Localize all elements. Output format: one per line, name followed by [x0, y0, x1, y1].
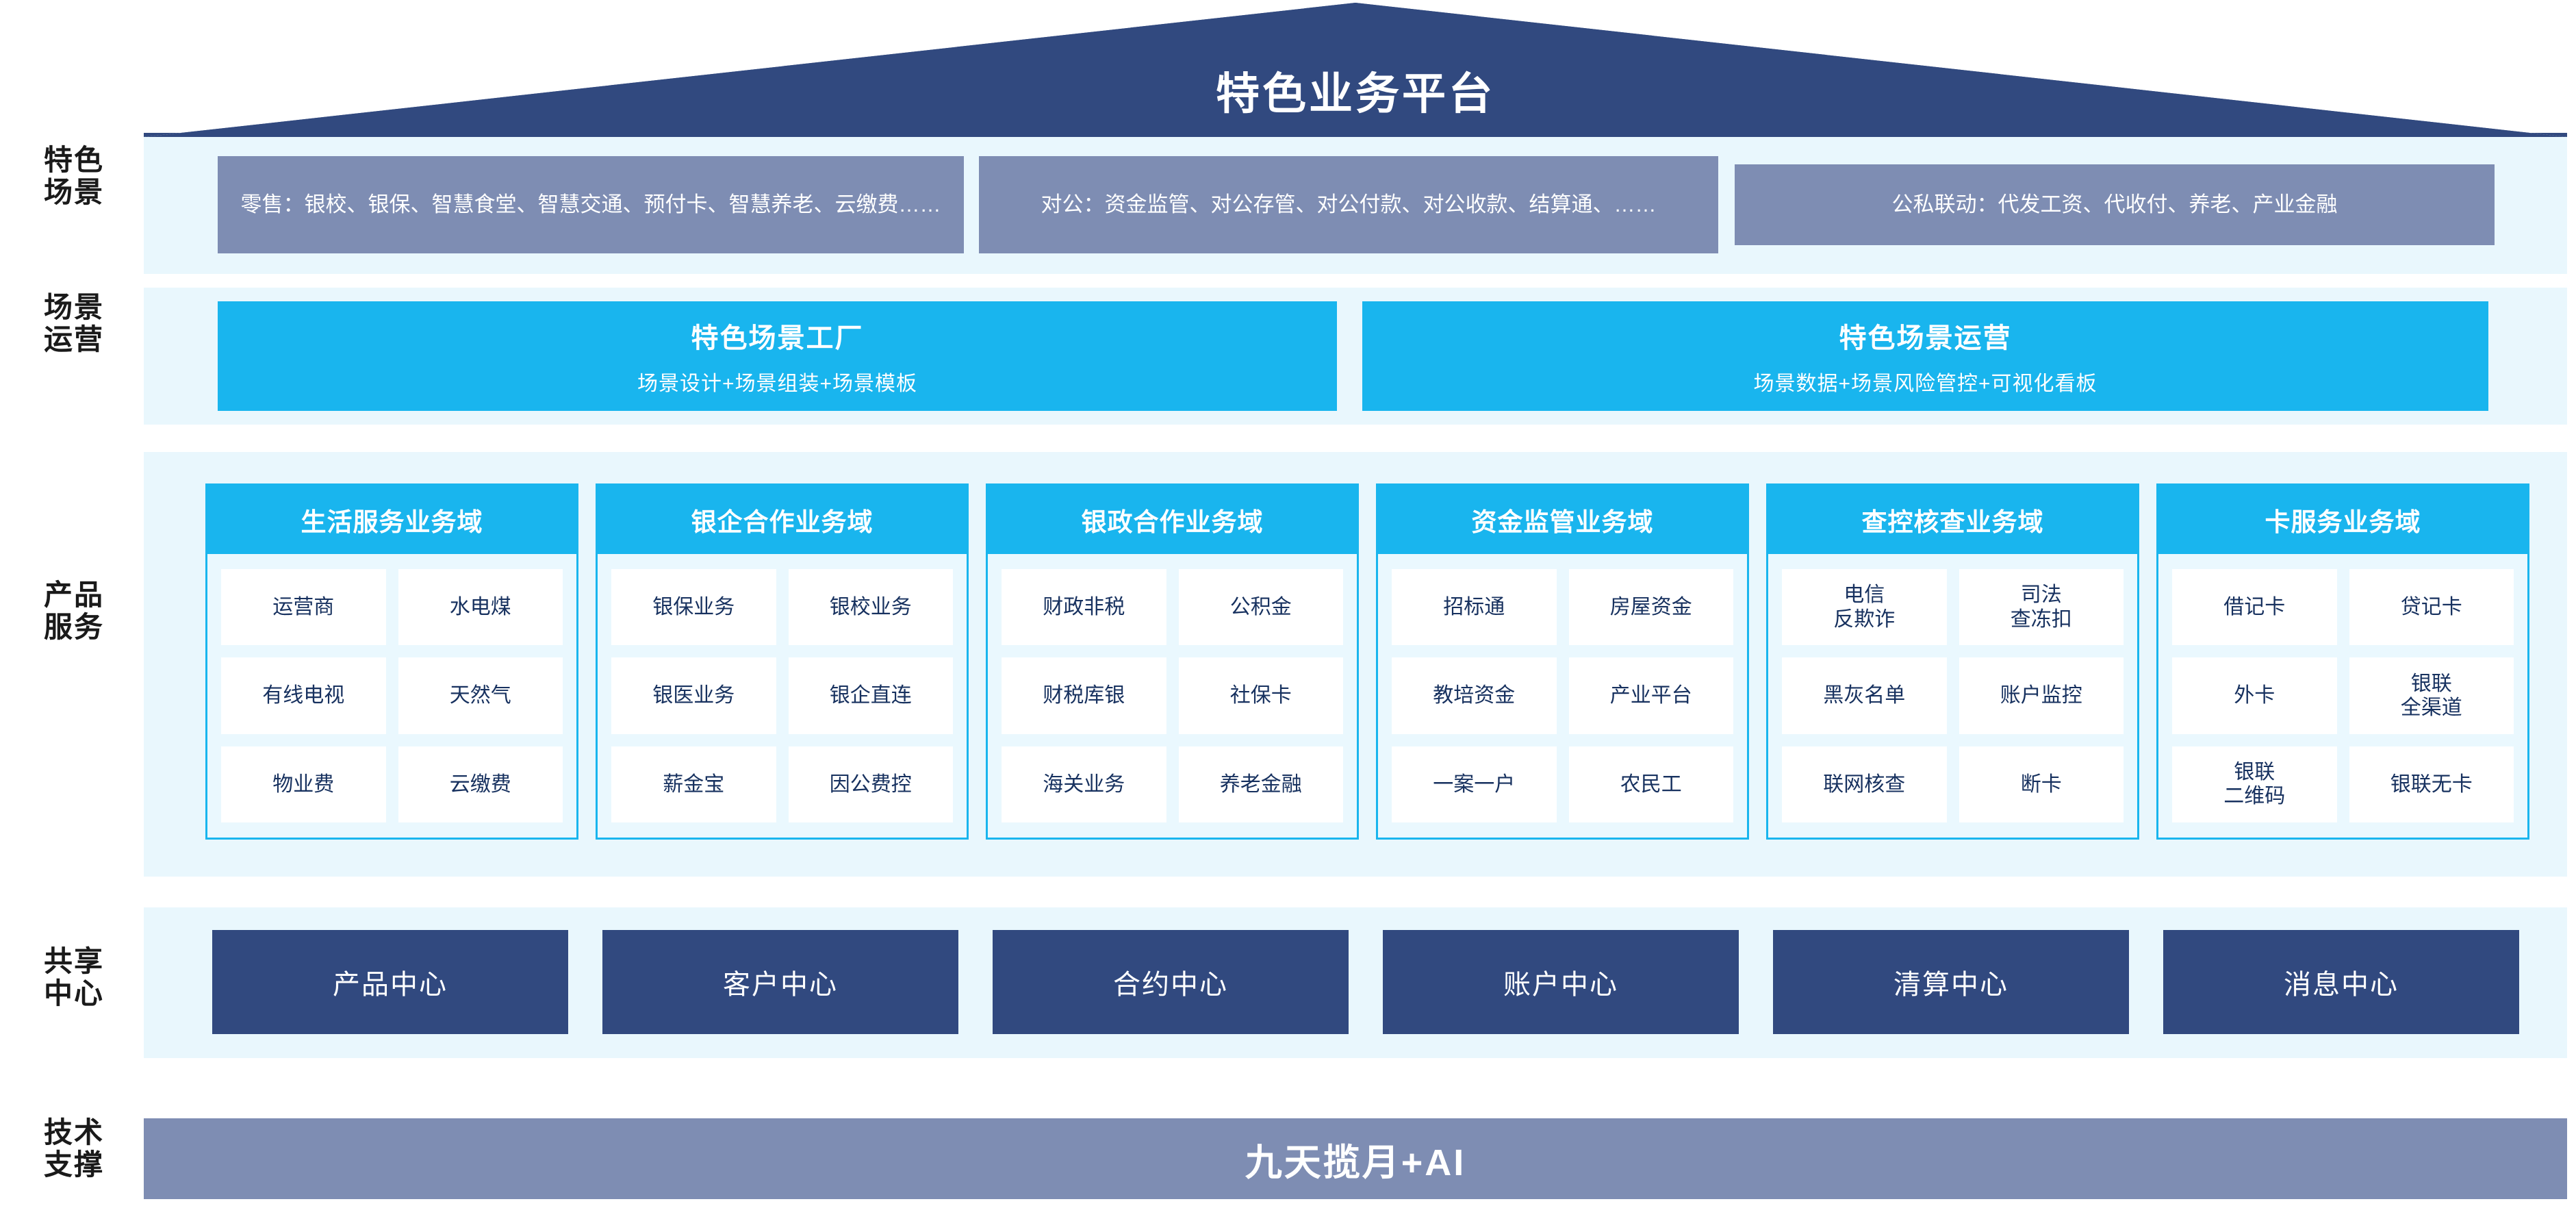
domain-item[interactable]: 物业费	[221, 746, 386, 822]
domain-item-grid: 银保业务 银校业务 银医业务 银企直连 薪金宝 因公费控	[598, 554, 967, 838]
domain-title: 查控核查业务域	[1768, 486, 2137, 554]
domain-item[interactable]: 联网核查	[1782, 746, 1947, 822]
row-label-shared: 共享 中心	[43, 945, 104, 1010]
domain-item[interactable]: 公积金	[1178, 569, 1343, 646]
domain-column-fund-supervision[interactable]: 资金监管业务域 招标通 房屋资金 教培资金 产业平台 一案一户 农民工	[1376, 483, 1749, 840]
domain-item[interactable]: 运营商	[221, 569, 386, 646]
domain-item-grid: 运营商 水电煤 有线电视 天然气 物业费 云缴费	[207, 554, 576, 838]
domain-title: 银企合作业务域	[598, 486, 967, 554]
domain-item[interactable]: 招标通	[1392, 569, 1557, 646]
domain-item[interactable]: 有线电视	[221, 657, 386, 734]
shared-center-customer-center[interactable]: 客户中心	[602, 930, 958, 1034]
domain-column-inquiry-control[interactable]: 查控核查业务域 电信 反欺诈 司法 查冻扣 黑灰名单 账户监控 联网核查 断卡	[1766, 483, 2139, 840]
ops-title: 特色场景工厂	[691, 323, 864, 353]
ops-box-scene-factory[interactable]: 特色场景工厂 场景设计+场景组装+场景模板	[218, 301, 1337, 411]
domain-item-grid: 招标通 房屋资金 教培资金 产业平台 一案一户 农民工	[1378, 554, 1747, 838]
domain-item[interactable]: 教培资金	[1392, 657, 1557, 734]
domain-item[interactable]: 借记卡	[2172, 569, 2337, 646]
row-label-scenarios: 特色 场景	[43, 144, 104, 209]
shared-center-account-center[interactable]: 账户中心	[1383, 930, 1739, 1034]
domain-title: 卡服务业务域	[2158, 486, 2527, 554]
domain-item[interactable]: 一案一户	[1392, 746, 1557, 822]
ops-box-scene-operation[interactable]: 特色场景运营 场景数据+场景风险管控+可视化看板	[1362, 301, 2488, 411]
row-label-tech: 技术 支撑	[43, 1116, 104, 1181]
domain-column-life-service[interactable]: 生活服务业务域 运营商 水电煤 有线电视 天然气 物业费 云缴费	[205, 483, 578, 840]
tech-support-bar[interactable]: 九天揽月+AI	[144, 1118, 2567, 1199]
domain-column-bank-government[interactable]: 银政合作业务域 财政非税 公积金 财税库银 社保卡 海关业务 养老金融	[986, 483, 1359, 840]
domain-item[interactable]: 外卡	[2172, 657, 2337, 734]
domain-item[interactable]: 财税库银	[1002, 657, 1166, 734]
ops-subtitle: 场景设计+场景组装+场景模板	[637, 373, 918, 395]
domain-title: 银政合作业务域	[988, 486, 1357, 554]
domain-title: 资金监管业务域	[1378, 486, 1747, 554]
domain-item[interactable]: 银医业务	[611, 657, 776, 734]
scenario-box-retail[interactable]: 零售：银校、银保、智慧食堂、智慧交通、预付卡、智慧养老、云缴费……	[218, 156, 964, 253]
domain-item-grid: 财政非税 公积金 财税库银 社保卡 海关业务 养老金融	[988, 554, 1357, 838]
domain-item[interactable]: 电信 反欺诈	[1782, 569, 1947, 646]
domain-item[interactable]: 云缴费	[398, 746, 563, 822]
domain-item[interactable]: 银联 二维码	[2172, 746, 2337, 822]
domain-item[interactable]: 房屋资金	[1568, 569, 1733, 646]
domain-item[interactable]: 账户监控	[1959, 657, 2124, 734]
domain-item[interactable]: 天然气	[398, 657, 563, 734]
domain-item[interactable]: 司法 查冻扣	[1959, 569, 2124, 646]
domain-column-card-service[interactable]: 卡服务业务域 借记卡 贷记卡 外卡 银联 全渠道 银联 二维码 银联无卡	[2156, 483, 2529, 840]
domain-item[interactable]: 黑灰名单	[1782, 657, 1947, 734]
domain-item-grid: 电信 反欺诈 司法 查冻扣 黑灰名单 账户监控 联网核查 断卡	[1768, 554, 2137, 838]
ops-subtitle: 场景数据+场景风险管控+可视化看板	[1753, 373, 2097, 395]
domain-item[interactable]: 社保卡	[1178, 657, 1343, 734]
domain-item[interactable]: 因公费控	[788, 746, 953, 822]
platform-title-banner: 特色业务平台	[144, 3, 2567, 137]
domain-item[interactable]: 银联 全渠道	[2349, 657, 2514, 734]
domain-item[interactable]: 银校业务	[788, 569, 953, 646]
domain-item[interactable]: 银企直连	[788, 657, 953, 734]
shared-center-message-center[interactable]: 消息中心	[2163, 930, 2519, 1034]
domain-title: 生活服务业务域	[207, 486, 576, 554]
domain-column-bank-enterprise[interactable]: 银企合作业务域 银保业务 银校业务 银医业务 银企直连 薪金宝 因公费控	[596, 483, 969, 840]
ops-title: 特色场景运营	[1839, 323, 2012, 353]
shared-center-product-center[interactable]: 产品中心	[212, 930, 568, 1034]
domain-item[interactable]: 银联无卡	[2349, 746, 2514, 822]
domain-item[interactable]: 产业平台	[1568, 657, 1733, 734]
shared-center-settlement-center[interactable]: 清算中心	[1773, 930, 2129, 1034]
roof-shape	[144, 3, 2567, 137]
scenario-box-public-private[interactable]: 公私联动：代发工资、代收付、养老、产业金融	[1735, 164, 2495, 245]
shared-center-contract-center[interactable]: 合约中心	[993, 930, 1349, 1034]
domain-item[interactable]: 贷记卡	[2349, 569, 2514, 646]
domain-item[interactable]: 水电煤	[398, 569, 563, 646]
row-label-operations: 场景 运营	[43, 291, 104, 356]
row-label-products: 产品 服务	[43, 579, 104, 644]
scenario-box-corporate[interactable]: 对公：资金监管、对公存管、对公付款、对公收款、结算通、……	[979, 156, 1718, 253]
domain-item[interactable]: 海关业务	[1002, 746, 1166, 822]
domain-item[interactable]: 断卡	[1959, 746, 2124, 822]
domain-item[interactable]: 农民工	[1568, 746, 1733, 822]
domain-item[interactable]: 薪金宝	[611, 746, 776, 822]
domain-item[interactable]: 财政非税	[1002, 569, 1166, 646]
page-title: 特色业务平台	[1216, 69, 1495, 118]
domain-item-grid: 借记卡 贷记卡 外卡 银联 全渠道 银联 二维码 银联无卡	[2158, 554, 2527, 838]
domain-item[interactable]: 养老金融	[1178, 746, 1343, 822]
domain-item[interactable]: 银保业务	[611, 569, 776, 646]
